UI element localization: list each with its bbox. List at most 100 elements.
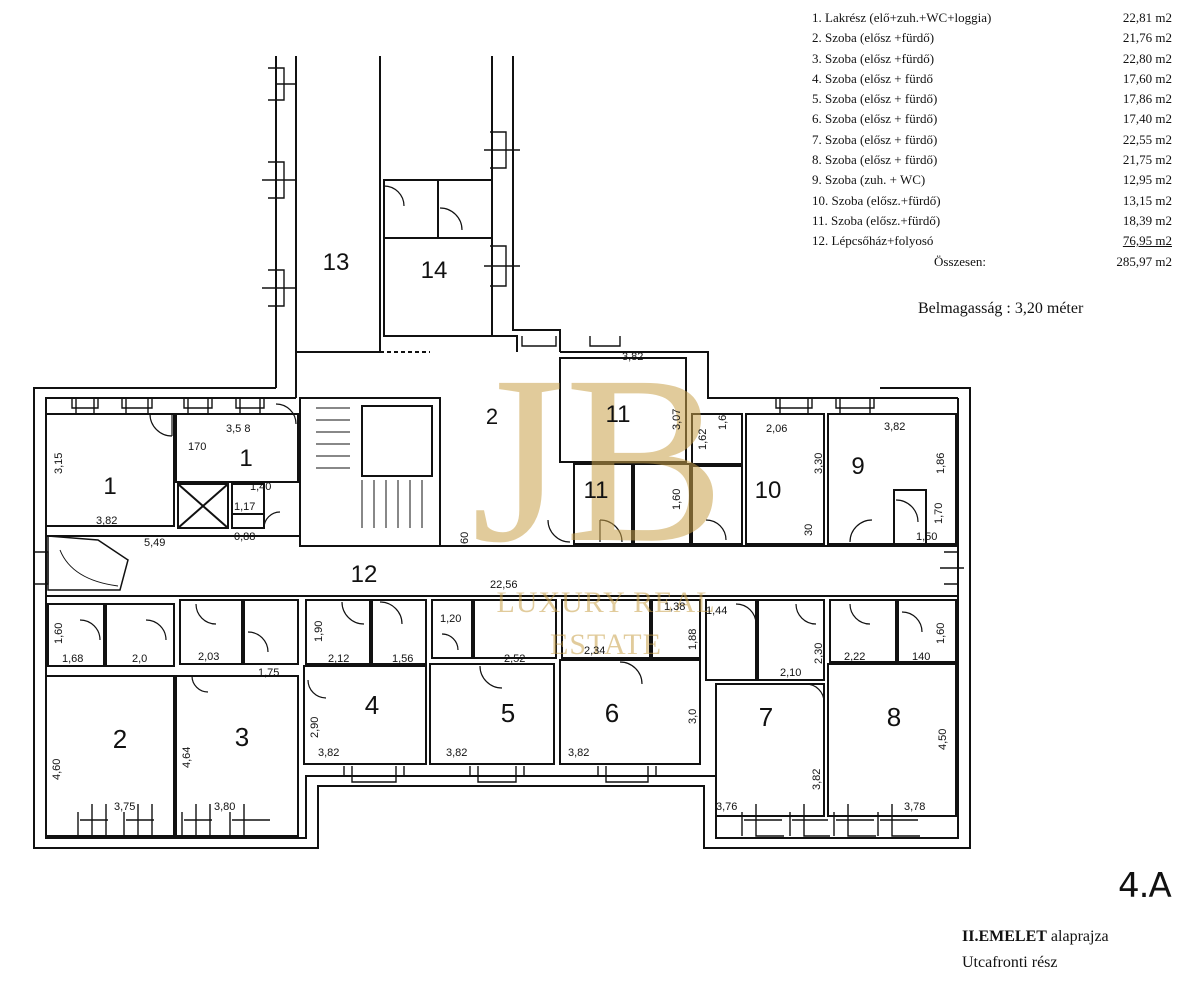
dimension-label: 1,90 bbox=[313, 621, 325, 642]
legend-room-name: 4. Szoba (elősz + fürdő bbox=[812, 69, 933, 89]
dimension-label: 1,40 bbox=[250, 481, 271, 493]
dimension-label: 5,49 bbox=[144, 537, 165, 549]
legend-room-number: 11. bbox=[812, 212, 828, 228]
dimension-label: 1,60 bbox=[53, 623, 65, 644]
legend-room-number: 2. bbox=[812, 30, 822, 46]
dimension-label: 3,82 bbox=[446, 747, 467, 759]
room-label: 9 bbox=[851, 453, 864, 480]
plan-word: alaprajza bbox=[1050, 928, 1109, 945]
legend-row: 11. Szoba (elősz.+fürdő) 18,39 m2 bbox=[812, 211, 1172, 231]
room-label: 10 bbox=[755, 477, 782, 504]
legend-room-number: 3. bbox=[812, 50, 822, 66]
watermark: JB LUXURY REAL ESTATE bbox=[471, 326, 724, 661]
wall bbox=[512, 56, 561, 352]
dimension-label: 2,03 bbox=[198, 651, 219, 663]
legend-room-name: 11. Szoba (elősz.+fürdő) bbox=[812, 211, 940, 231]
dimension-label: 2,22 bbox=[844, 651, 865, 663]
legend-room-type: Szoba (elősz +fürdő) bbox=[825, 50, 935, 66]
dimension-label: 60 bbox=[459, 532, 471, 544]
plan-subtitle: Utcafronti rész bbox=[962, 954, 1058, 971]
legend-area: 21,75 m2 bbox=[1122, 152, 1172, 168]
dimension-label: 2,0 bbox=[132, 653, 147, 665]
room-label: 8 bbox=[887, 702, 901, 732]
legend-room-number: 1. bbox=[812, 10, 822, 25]
dimension-label: 3,5 8 bbox=[226, 423, 250, 435]
legend-room-name: 1. Lakrész (elő+zuh.+WC+loggia) bbox=[812, 8, 991, 28]
legend-room-name: 10. Szoba (elősz.+fürdő) bbox=[812, 191, 941, 211]
dimension-label: 1,60 bbox=[671, 489, 683, 510]
room-3 bbox=[175, 675, 299, 837]
dimension-label: 3,75 bbox=[114, 801, 135, 813]
room-6 bbox=[559, 659, 701, 765]
legend-row: 10. Szoba (elősz.+fürdő) 13,15 m2 bbox=[812, 191, 1172, 211]
dimension-label: 1,44 bbox=[706, 605, 727, 617]
legend-area: 13,15 m2 bbox=[1122, 192, 1172, 208]
room-label: 2 bbox=[486, 404, 498, 429]
dimension-label: 3,82 bbox=[811, 769, 823, 790]
room-label: 1 bbox=[239, 445, 252, 472]
room-7 bbox=[715, 683, 825, 817]
watermark-line2: ESTATE bbox=[550, 628, 662, 661]
room-2 bbox=[45, 675, 175, 837]
dimension-label: 1,38 bbox=[664, 601, 685, 613]
legend-area: 17,86 m2 bbox=[1122, 91, 1172, 107]
dimension-label: 30 bbox=[803, 524, 815, 536]
dimension-label: 2,34 bbox=[584, 645, 605, 657]
legend-room-type: Szoba (elősz.+fürdő) bbox=[831, 192, 941, 208]
dimension-label: 4,50 bbox=[937, 729, 949, 750]
legend-area: 17,40 m2 bbox=[1122, 111, 1172, 127]
legend-room-number: 9. bbox=[812, 172, 822, 188]
legend-room-number: 7. bbox=[812, 131, 822, 147]
legend-area: 17,60 m2 bbox=[1122, 70, 1172, 86]
legend-room-name: 9. Szoba (zuh. + WC) bbox=[812, 170, 925, 190]
dimension-label: 1,70 bbox=[933, 503, 945, 524]
dimension-label: 140 bbox=[912, 651, 930, 663]
legend-room-name: 8. Szoba (elősz + fürdő) bbox=[812, 150, 937, 170]
floor-name: II.EMELET bbox=[962, 928, 1047, 945]
legend-room-type: Szoba (elősz + fürdő) bbox=[825, 152, 938, 168]
legend-row: 5. Szoba (elősz + fürdő) 17,86 m2 bbox=[812, 89, 1172, 109]
room-label: 12 bbox=[351, 561, 378, 588]
room-5 bbox=[429, 663, 555, 765]
outer-wall-inner bbox=[45, 397, 959, 839]
legend-room-type: Szoba (elősz + fürdő) bbox=[825, 131, 938, 147]
room-label: 2 bbox=[113, 724, 127, 754]
dimension-label: 1,75 bbox=[258, 667, 279, 679]
dimension-label: 2,12 bbox=[328, 653, 349, 665]
legend-room-type: Szoba (elősz + fürdő) bbox=[825, 91, 938, 107]
dimension-label: 1,17 bbox=[234, 501, 255, 513]
legend-row: 3. Szoba (elősz +fürdő)22,80 m2 bbox=[812, 49, 1172, 69]
legend-room-number: 8. bbox=[812, 152, 822, 168]
stair-core bbox=[299, 397, 441, 547]
legend-area: 22,81 m2 bbox=[1122, 10, 1172, 25]
area-legend: 1. Lakrész (elő+zuh.+WC+loggia) 22,81 m2 2… bbox=[812, 8, 1172, 272]
legend-room-type: Szoba (zuh. + WC) bbox=[825, 172, 926, 188]
legend-row: 4. Szoba (elősz + fürdő 17,60 m2 bbox=[812, 69, 1172, 89]
room-label: 3 bbox=[235, 722, 249, 752]
legend-room-type: Szoba (elősz.+fürdő) bbox=[831, 212, 941, 228]
legend-total: Összesen:285,97 m2 bbox=[812, 252, 1172, 272]
legend-row: 9. Szoba (zuh. + WC)12,95 m2 bbox=[812, 170, 1172, 190]
wall bbox=[295, 56, 382, 353]
legend-row: 2. Szoba (elősz +fürdő) 21,76 m2 bbox=[812, 28, 1172, 48]
room-label: 4 bbox=[365, 690, 379, 720]
legend-area: 22,55 m2 bbox=[1122, 131, 1172, 147]
outer-wall bbox=[33, 387, 971, 849]
legend-area: 21,76 m2 bbox=[1122, 30, 1172, 46]
legend-room-name: 12. Lépcsőház+folyosó bbox=[812, 231, 933, 251]
dimension-label: 4,64 bbox=[181, 747, 193, 768]
legend-room-name: 7. Szoba (elősz + fürdő) bbox=[812, 130, 937, 150]
dimension-label: 0,88 bbox=[234, 531, 255, 543]
room-label: 7 bbox=[759, 702, 773, 732]
legend-row: 8. Szoba (elősz + fürdő) 21,75 m2 bbox=[812, 150, 1172, 170]
dimension-label: 1,86 bbox=[935, 453, 947, 474]
dimension-label: 3,82 bbox=[622, 351, 643, 363]
dimension-label: 1,56 bbox=[392, 653, 413, 665]
legend-room-number: 5. bbox=[812, 91, 822, 107]
room-label: 6 bbox=[605, 698, 619, 728]
legend-room-name: 2. Szoba (elősz +fürdő) bbox=[812, 28, 934, 48]
dimension-label: 3,82 bbox=[96, 515, 117, 527]
watermark-monogram: JB bbox=[471, 326, 724, 592]
legend-area: 18,39 m2 bbox=[1122, 212, 1172, 228]
